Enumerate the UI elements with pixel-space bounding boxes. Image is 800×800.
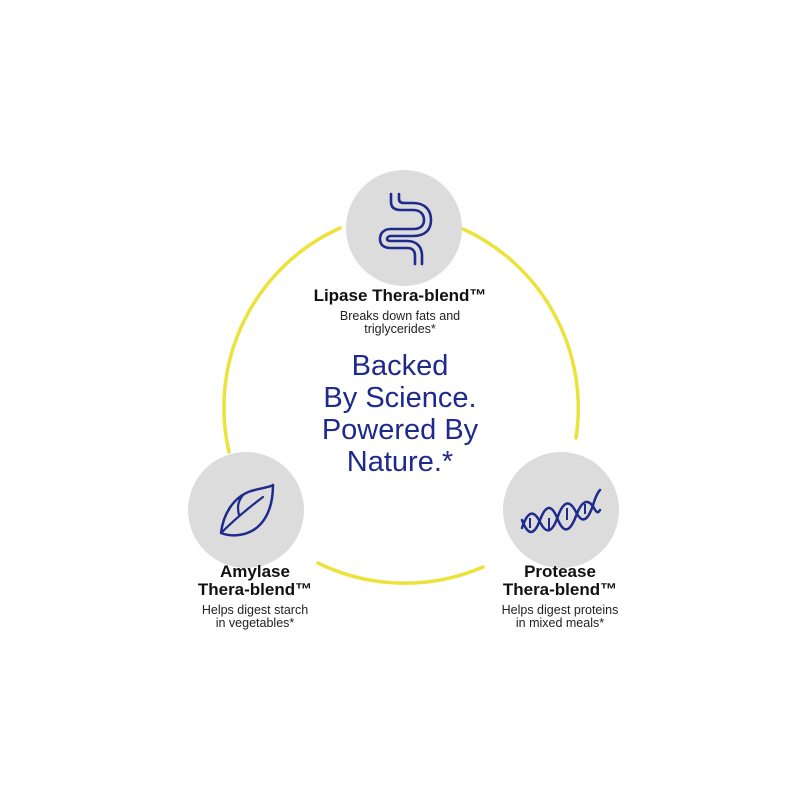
protease-description: Helps digest proteins in mixed meals* [455,604,665,630]
lipase-description: Breaks down fats and triglycerides* [280,310,520,336]
protease-title: Protease Thera-blend™ [455,563,665,599]
amylase-description: Helps digest starch in vegetables* [150,604,360,630]
dna-helix-icon [520,488,602,534]
protease-title-line-1: Protease [524,562,596,581]
amylase-label: Amylase Thera-blend™ Helps digest starch… [150,563,360,630]
amylase-desc-line-1: Helps digest starch [201,603,309,617]
protease-label: Protease Thera-blend™ Helps digest prote… [455,563,665,630]
center-headline: Backed By Science. Powered By Nature.* [250,350,550,478]
ring-arc-top-left [222,226,342,454]
amylase-desc-line-2: in vegetables* [215,616,295,630]
lipase-title: Lipase Thera-blend™ [280,287,520,305]
protease-desc-line-1: Helps digest proteins [501,603,619,617]
lipase-desc-line-2: triglycerides* [364,322,436,336]
headline-line-1: Backed [351,350,449,382]
lipase-title-line: Lipase Thera-blend™ [313,286,487,305]
headline-line-2: By Science. [323,382,477,414]
protease-node [503,452,619,568]
ring-arc-top-right [461,227,580,440]
protease-desc-line-2: in mixed meals* [515,616,605,630]
amylase-title-line-2: Thera-blend™ [197,580,313,599]
amylase-title-line-1: Amylase [220,562,290,581]
lipase-node [346,170,462,286]
headline-line-3: Powered By [321,414,479,446]
intestine-icon [378,192,433,266]
ring-arc-bottom [316,561,485,585]
leaf-icon [219,483,275,537]
headline-line-4: Nature.* [346,446,454,478]
lipase-desc-line-1: Breaks down fats and [339,309,461,323]
amylase-node [188,452,304,568]
protease-title-line-2: Thera-blend™ [502,580,618,599]
lipase-label: Lipase Thera-blend™ Breaks down fats and… [280,287,520,336]
amylase-title: Amylase Thera-blend™ [150,563,360,599]
